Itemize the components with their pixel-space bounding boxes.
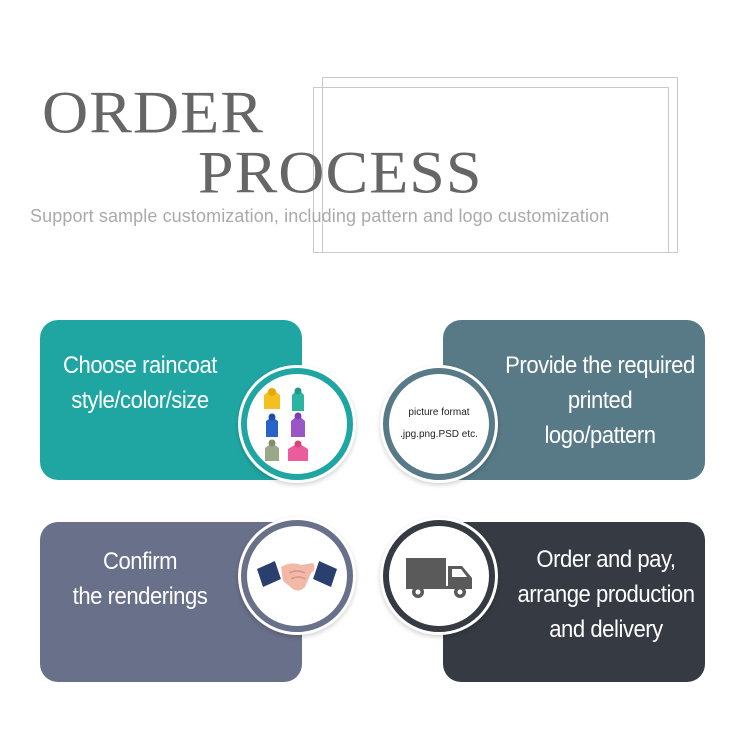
step-line: Choose raincoat — [63, 352, 217, 379]
step-line: style/color/size — [71, 387, 209, 414]
step-text-confirm: Confirm the renderings — [48, 544, 232, 614]
step-line: the renderings — [72, 583, 208, 610]
step-line: Confirm — [102, 548, 178, 575]
step-line: Provide the required — [505, 352, 695, 379]
step-circle-order — [380, 517, 498, 635]
step-line: Order and pay, — [536, 546, 676, 573]
title-order: ORDER — [42, 78, 264, 146]
step-line: logo/pattern — [544, 422, 656, 449]
step-line: arrange production — [517, 581, 695, 608]
step-line: printed — [567, 387, 633, 414]
picture-format-types: .jpg.png.PSD etc. — [400, 429, 478, 440]
decor-frame-inner — [313, 87, 669, 253]
delivery-truck-icon — [383, 520, 495, 632]
step-circle-choose — [238, 365, 356, 483]
picture-format-label: picture format — [408, 407, 470, 418]
step-text-choose: Choose raincoat style/color/size — [48, 348, 232, 418]
step-text-order: Order and pay, arrange production and de… — [506, 542, 707, 647]
step-text-provide: Provide the required printed logo/patter… — [496, 348, 704, 453]
step-circle-confirm — [238, 517, 356, 635]
step-circle-provide: picture format .jpg.png.PSD etc. — [380, 365, 498, 483]
step-line: and delivery — [549, 616, 663, 643]
picture-format-icon: picture format .jpg.png.PSD etc. — [383, 368, 495, 480]
subtitle: Support sample customization, including … — [30, 206, 610, 226]
handshake-icon — [241, 520, 353, 632]
title-process: PROCESS — [198, 138, 483, 206]
raincoats-icon — [241, 368, 353, 480]
